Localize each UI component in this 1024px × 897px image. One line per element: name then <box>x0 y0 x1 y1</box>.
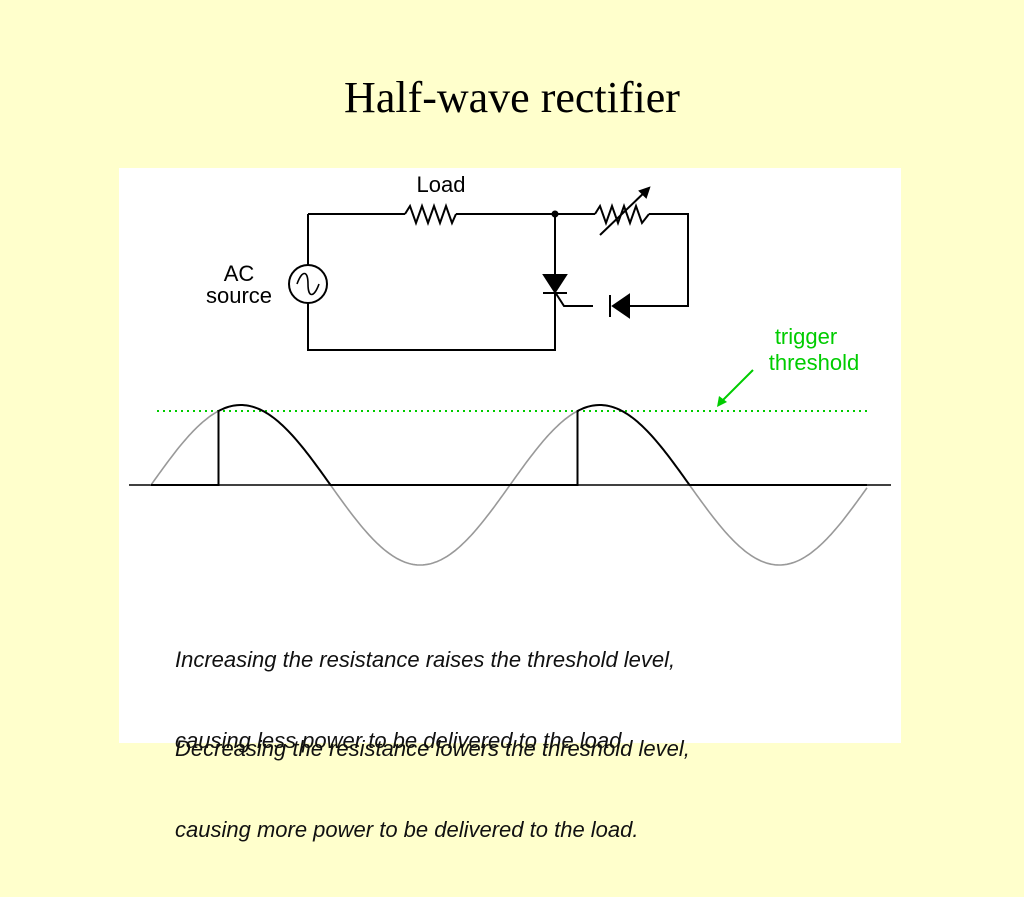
ac-source-wave <box>296 272 320 296</box>
trigger-annotation-arrow <box>718 369 754 405</box>
junction-dot <box>551 210 559 218</box>
figure-panel: Load AC source trigger threshold Increas… <box>119 168 901 842</box>
slide-title: Half-wave rectifier <box>344 73 680 122</box>
circuit <box>288 186 689 351</box>
ac-source-symbol <box>288 264 328 304</box>
load-label: Load <box>417 172 466 197</box>
caption-increasing-line1: Increasing the resistance raises the thr… <box>175 647 676 672</box>
caption-increasing-resistance: Increasing the resistance raises the thr… <box>175 592 675 808</box>
trigger-annotation-arrowhead <box>717 396 727 407</box>
trigger-annotation-line1: trigger <box>775 324 837 349</box>
caption-decreasing-line2: causing more power to be delivered to th… <box>175 817 639 842</box>
caption-decreasing-resistance: Decreasing the resistance lowers the thr… <box>175 681 690 897</box>
load-voltage-wave <box>151 404 867 486</box>
ac-source-label-line2: source <box>206 283 272 308</box>
caption-decreasing-line1: Decreasing the resistance lowers the thr… <box>175 736 690 761</box>
load-resistor <box>404 202 457 227</box>
variable-resistor-arrowhead <box>638 186 651 199</box>
scr-triangle <box>542 274 568 294</box>
circuit-wires <box>307 213 689 351</box>
trigger-diode-triangle <box>611 293 630 319</box>
rectifier-diagram: Load AC source trigger threshold <box>129 172 891 566</box>
ac-source-label-line1: AC <box>224 261 255 286</box>
caption-increasing-line2: causing less power to be delivered to th… <box>175 728 628 753</box>
trigger-annotation-line2: threshold <box>769 350 860 375</box>
variable-resistor-arrow <box>599 187 650 236</box>
